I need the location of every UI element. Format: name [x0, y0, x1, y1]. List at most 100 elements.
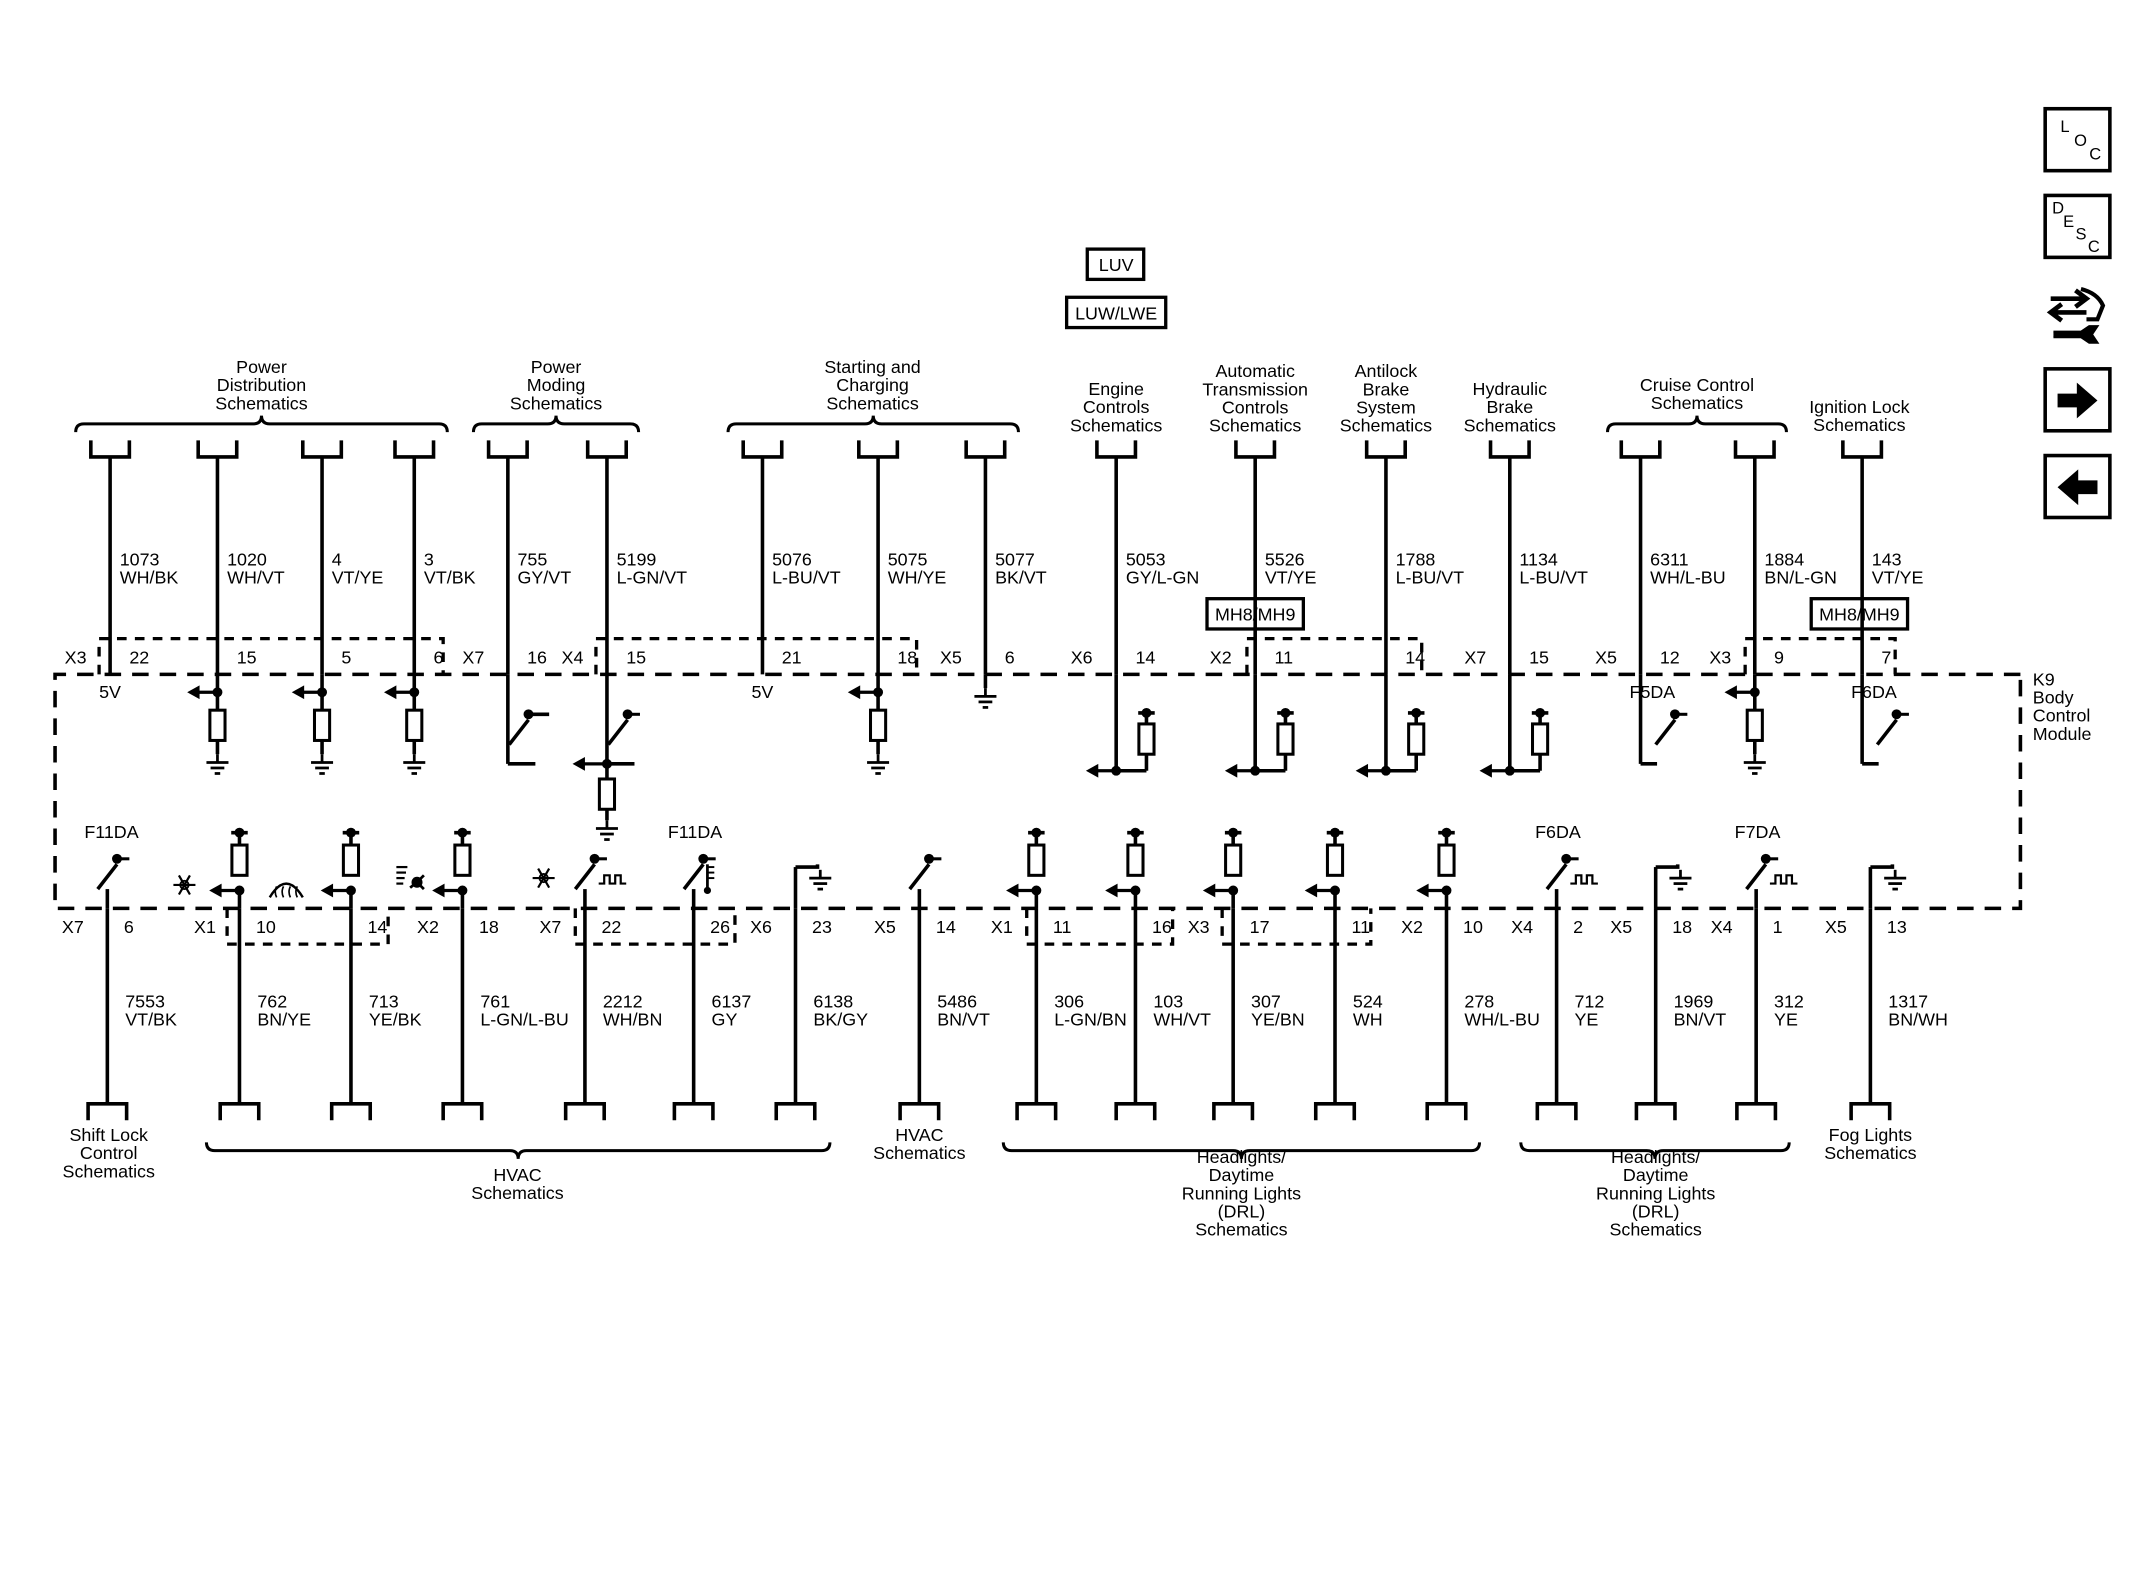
loc-button[interactable]: LOC	[2043, 106, 2112, 173]
wire-color: WH/VT	[227, 568, 285, 588]
thermo-bulb	[703, 886, 711, 895]
top-circuit-3[interactable]: 3VT/BK6	[393, 440, 476, 675]
connector-pin	[1735, 1102, 1778, 1121]
junction-dot	[589, 853, 600, 864]
top-circuit-4[interactable]: 4VT/YE5	[300, 440, 384, 675]
nav-letter: C	[2088, 238, 2100, 256]
internal-switch	[573, 853, 627, 909]
nav-button-frame[interactable]	[2043, 106, 2112, 173]
connector-id: X2	[1210, 647, 1232, 667]
connector-pin	[300, 440, 344, 459]
internal-pullup	[1224, 674, 1295, 778]
connector-id: X2	[1401, 917, 1423, 937]
nav-button-frame[interactable]	[2043, 193, 2112, 260]
connector-group-outline	[1743, 636, 1897, 675]
connector-pin	[1234, 440, 1277, 459]
pin-number: 9	[1774, 647, 1784, 667]
option-luv-box	[1085, 247, 1146, 282]
module-label: K9	[2033, 669, 2055, 689]
option-luv-label: LUV	[1099, 255, 1134, 275]
connector-pin	[563, 1102, 606, 1121]
destination-label: HVAC	[895, 1125, 943, 1145]
connector-wrench-icon[interactable]	[2045, 282, 2110, 345]
connector-outline	[2080, 287, 2106, 322]
internal-ground-hook	[1868, 864, 1907, 909]
junction-dot	[1031, 885, 1042, 896]
group-brace	[726, 415, 1020, 433]
wire-color: L-GN/VT	[617, 568, 688, 588]
prev-arrow-icon[interactable]	[2043, 453, 2112, 520]
internal-pullup	[1479, 674, 1550, 778]
module-label: Body	[2033, 688, 2074, 708]
circuit-note: F7DA	[1735, 822, 1781, 842]
switch-blade	[507, 718, 530, 746]
junction-dot	[112, 853, 122, 864]
wire-color: VT/BK	[424, 568, 476, 588]
nav-letter: O	[2074, 132, 2087, 150]
next-arrow-icon[interactable]	[2043, 367, 2112, 433]
pin-number: 18	[1672, 917, 1692, 937]
destination-label: Hydraulic	[1473, 379, 1548, 399]
junction-dot	[1228, 827, 1239, 838]
internal-pulldown	[383, 674, 426, 775]
wire-color: YE	[1774, 1009, 1798, 1029]
ground-icon	[403, 754, 426, 775]
connector-pin	[741, 440, 784, 459]
module-label: Control	[2033, 706, 2091, 726]
junction-dot	[1891, 709, 1902, 720]
ground-icon	[809, 869, 832, 891]
connector-pin	[329, 1102, 373, 1121]
pin-number: 23	[812, 917, 832, 937]
junction-dot	[873, 687, 884, 698]
switch-icon	[682, 853, 716, 891]
wire-color: GY/VT	[517, 568, 571, 588]
